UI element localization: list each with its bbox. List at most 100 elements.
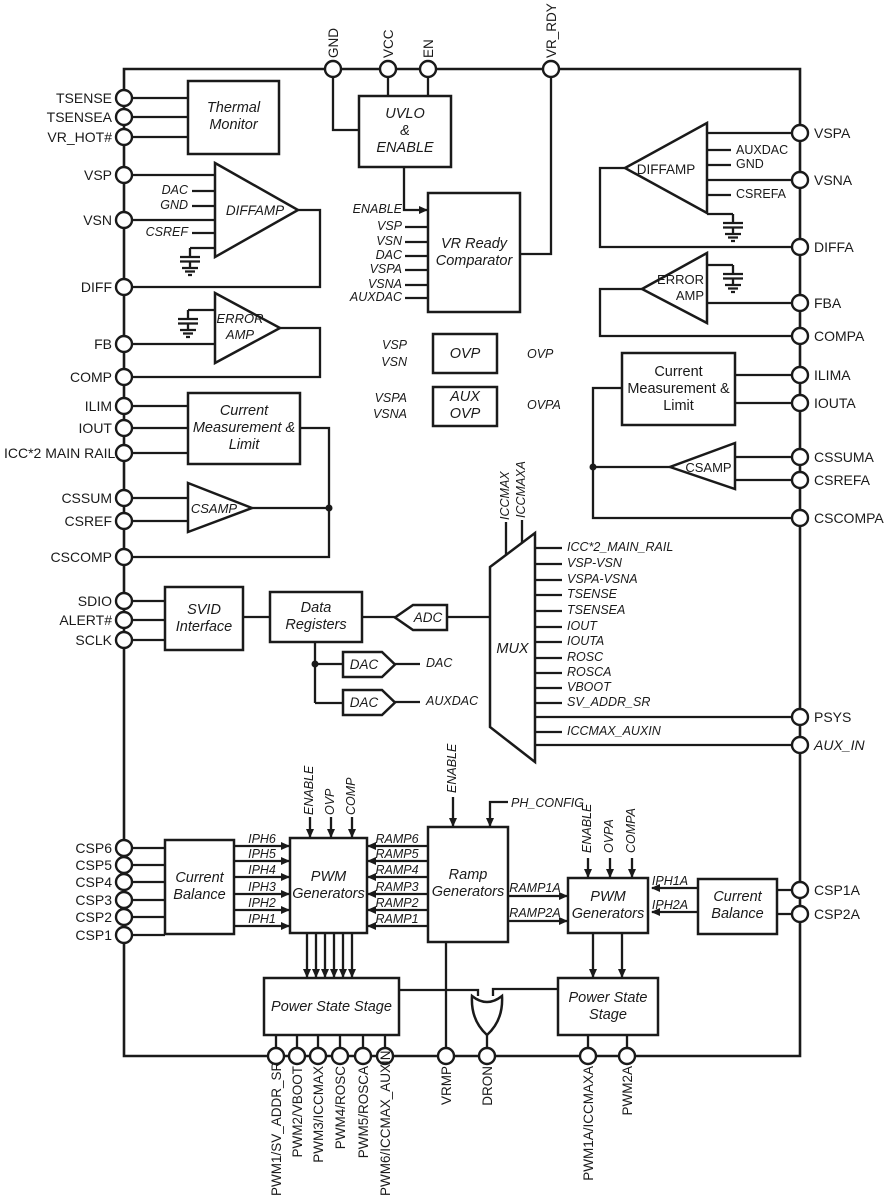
signal-label-iph6: IPH6 (248, 832, 276, 846)
amp-error-left (213, 290, 283, 366)
block-pwm-generators-left (288, 836, 369, 935)
pin-sclk (114, 630, 134, 650)
block-label-current-measurement-left: Current Measurement & Limit (192, 403, 296, 453)
pin-label-cssum: CSSUM (61, 490, 112, 506)
pin-tsense (114, 88, 134, 108)
pin-vsn (114, 210, 134, 230)
pin-pwm3 (308, 1046, 328, 1066)
pin-label-alert: ALERT# (59, 612, 112, 628)
block-dac-upper (341, 650, 397, 679)
block-label-diffamp-right: DIFFAMP (636, 162, 696, 177)
signal-label-pwmr-enable: ENABLE (580, 803, 594, 853)
block-current-balance-left (163, 838, 236, 936)
pin-label-sclk: SCLK (75, 632, 112, 648)
block-uvlo-enable (357, 94, 453, 169)
amp-csamp-left (186, 481, 256, 534)
signal-label-iph4: IPH4 (248, 863, 276, 877)
pin-csrefa (790, 470, 810, 490)
pin-label-vspa: VSPA (814, 125, 851, 141)
pin-diff (114, 277, 134, 297)
block-data-registers (268, 590, 364, 644)
block-label-current-balance-left: Current Balance (173, 870, 226, 903)
pin-pwm5 (353, 1046, 373, 1066)
pin-label-vr-rdy: VR_RDY (544, 3, 559, 58)
pin-csp3 (114, 890, 134, 910)
pin-psys (790, 707, 810, 727)
pin-csp2 (114, 907, 134, 927)
or-gate (470, 993, 504, 1037)
junction-dot (311, 660, 319, 668)
pin-vr-rdy (541, 59, 561, 79)
pin-vr-hot (114, 127, 134, 147)
block-ramp-generators (426, 825, 510, 944)
signal-label-ovp-vsp: VSP (381, 338, 407, 352)
block-aux-ovp (431, 385, 499, 428)
block-label-vr-ready-comparator: VR Ready Comparator (435, 236, 513, 269)
pin-dron (477, 1046, 497, 1066)
pin-label-csp2: CSP2 (75, 909, 112, 925)
pin-ilima (790, 365, 810, 385)
signal-label-ovp-vsn: VSN (381, 355, 407, 369)
signal-label-csrefa-r: CSREFA (736, 187, 787, 201)
pin-label-tsense: TSENSE (55, 90, 112, 106)
pin-label-vsn: VSN (83, 212, 112, 228)
signal-label-mux-tsense: TSENSE (567, 587, 618, 601)
pin-tsensea (114, 107, 134, 127)
pin-label-pwm4: PWM4/ROSC (333, 1066, 348, 1150)
pin-diffa (790, 237, 810, 257)
signal-label-iccmax: ICCMAX (498, 471, 512, 520)
pin-label-pwm5: PWM5/ROSCA (356, 1066, 371, 1159)
pin-pwm6 (375, 1046, 395, 1066)
amp-csamp-right (666, 441, 737, 491)
block-label-power-state-stage-left: Power State Stage (271, 999, 392, 1015)
amp-error-right (639, 250, 709, 326)
signal-label-mux-rosc: ROSC (567, 650, 604, 664)
signal-label-mux-iout: IOUT (567, 619, 597, 633)
ground-symbol-diffamp-right (721, 212, 745, 243)
pin-label-compa: COMPA (814, 328, 865, 344)
pin-label-vr-hot: VR_HOT# (47, 129, 112, 145)
signal-label-mux-iccmax-auxin: ICCMAX_AUXIN (567, 724, 661, 738)
pin-alert (114, 610, 134, 630)
pin-iout (114, 418, 134, 438)
block-label-diffamp-left: DIFFAMP (225, 203, 285, 218)
junction-dot (325, 504, 333, 512)
chip-border (122, 67, 802, 1058)
block-label-data-registers: Data Registers (285, 600, 347, 633)
pin-label-fba: FBA (814, 295, 842, 311)
signal-label-ramp6: RAMP6 (375, 832, 419, 846)
block-label-aux-ovp: AUX OVP (449, 389, 481, 422)
pin-compa (790, 326, 810, 346)
pin-label-vrmp: VRMP (439, 1066, 454, 1106)
block-ovp (431, 332, 499, 375)
pin-label-pwm2: PWM2/VBOOT (290, 1066, 305, 1158)
block-label-svid-interface: SVID Interface (175, 602, 233, 635)
pin-label-iout: IOUT (78, 420, 112, 436)
signal-label-auxovp-vsna: VSNA (372, 407, 407, 421)
signal-label-vsp: VSP (376, 219, 402, 233)
pin-label-cscomp: CSCOMP (50, 549, 112, 565)
signal-label-ph-config: PH_CONFIG (511, 796, 584, 810)
amp-diffamp-right (622, 120, 709, 216)
pin-cscompa (790, 508, 810, 528)
pin-label-diff: DIFF (80, 279, 112, 295)
pin-label-sdio: SDIO (77, 593, 112, 609)
pin-label-csp6: CSP6 (75, 840, 112, 856)
signal-label-ramp3: RAMP3 (375, 880, 419, 894)
block-thermal-monitor (186, 79, 281, 156)
block-label-current-balance-right: Current Balance (711, 889, 764, 922)
signal-label-gnd: GND (160, 198, 188, 212)
signal-label-enable: ENABLE (352, 202, 402, 216)
pin-pwm1a (578, 1046, 598, 1066)
pin-label-vsna: VSNA (814, 172, 853, 188)
signal-label-auxdac-out: AUXDAC (426, 694, 479, 708)
pin-label-dron: DRON (480, 1066, 495, 1106)
pin-pwm4 (330, 1046, 350, 1066)
pin-label-csp5: CSP5 (75, 857, 112, 873)
block-adc (392, 603, 449, 632)
block-label-csamp-left: CSAMP (190, 501, 238, 516)
pin-label-ilima: ILIMA (814, 367, 851, 383)
block-label-uvlo-enable: UVLO & ENABLE (376, 106, 434, 156)
signal-label-ramp1a: RAMP1A (509, 881, 561, 895)
wires (124, 69, 800, 1056)
